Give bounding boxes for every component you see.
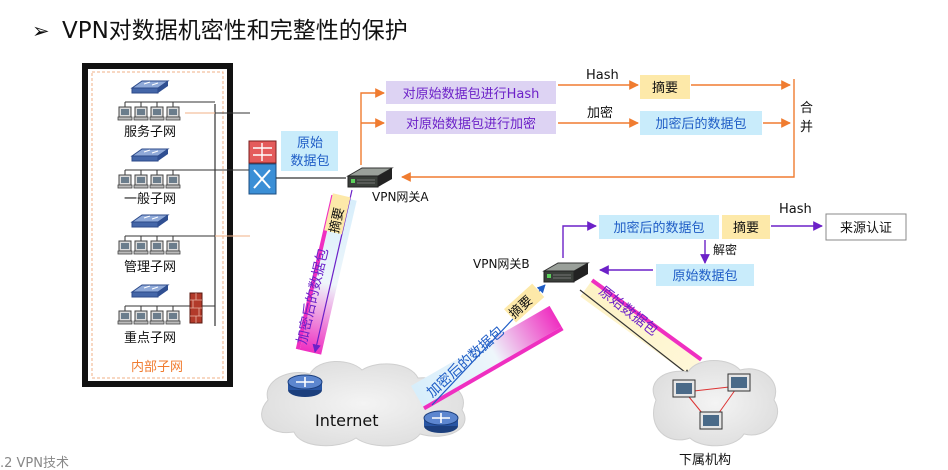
encrypted-packet-box-a [640,111,762,135]
title-bullet: ➢ [32,19,50,43]
merge-label-line2: 并 [800,120,813,135]
digest-label-b: 摘要 [733,220,759,236]
link-a-to-internet: 加密后的数据包 摘要 [293,189,357,355]
pc-icon [165,106,181,121]
hash-process-box [386,81,556,104]
pc-icon [149,240,165,255]
original-packet-label-b: 原始数据包 [672,269,737,284]
link-a-digest-label: 摘要 [326,206,347,235]
link-b-to-branch: 原始数据包 [579,278,703,377]
subnet-management: 管理子网 [117,214,215,275]
merge-label-line1: 合 [800,101,813,116]
pc-icon [133,240,149,255]
subnet-label-service: 服务子网 [124,124,176,140]
branch-label: 下属机构 [679,453,731,468]
subnet-general: 一般子网 [117,148,215,207]
vpn-gateway-a-icon [347,167,393,188]
firewall-icon [189,292,203,324]
internal-network-label: 内部子网 [131,359,183,375]
pc-icon [149,106,165,121]
pc-icon [165,240,181,255]
pc-icon [117,106,133,121]
pc-icon [165,174,181,189]
footer-text: .2 VPN技术 [0,456,69,470]
pc-icon [117,310,133,325]
source-auth-label: 来源认证 [840,221,892,236]
subnet-key: 重点子网 [117,284,215,346]
branch-cloud: 下属机构 [652,360,779,468]
pc-icon [149,174,165,189]
computer-icon [672,379,696,398]
original-packet-box-a [281,131,338,171]
encrypt-label-a: 加密 [587,105,613,121]
subnet-label-key: 重点子网 [124,330,176,346]
pc-icon [133,174,149,189]
slide-title: VPN对数据机密性和完整性的保护 [62,18,408,44]
internet-cloud: Internet [261,360,466,447]
router-icon [423,410,459,434]
pc-icon [117,174,133,189]
computer-icon [727,373,751,392]
digest-label-a: 摘要 [652,80,678,96]
link-internet-to-b: 加密后的数据包 摘要 [411,283,564,411]
source-auth-box [825,213,907,241]
pc-icon [117,240,133,255]
subnet-service: 服务子网 [117,80,215,140]
encrypted-packet-label-a: 加密后的数据包 [655,116,746,132]
internet-label: Internet [315,411,379,430]
subnet-label-general: 一般子网 [124,191,176,207]
hash-process-label: 对原始数据包进行Hash [403,87,540,102]
router-icon [287,374,323,398]
pc-icon [133,106,149,121]
encrypted-packet-box-b [599,215,719,239]
digest-box-a [640,75,690,99]
vpn-gateway-a-label: VPN网关A [372,190,429,204]
encrypt-process-box [386,111,556,134]
hash-label-a: Hash [586,68,619,83]
decrypt-label: 解密 [713,242,737,257]
encrypted-packet-label-b: 加密后的数据包 [613,220,704,236]
encrypt-process-label: 对原始数据包进行加密 [406,116,536,132]
hash-label-b: Hash [779,202,812,217]
pc-icon [149,310,165,325]
edge-switch-icon [248,140,277,195]
original-packet-label-a-line2: 数据包 [290,154,329,169]
vpn-gateway-b-icon [543,262,589,283]
internal-network-panel: 服务子网 一般子网 管理子网 [82,63,233,387]
subnet-label-management: 管理子网 [124,260,176,275]
original-packet-box-b [656,264,754,286]
pc-icon [165,310,181,325]
digest-box-b [722,215,770,239]
computer-icon [699,411,723,430]
original-packet-label-a-line1: 原始 [297,136,323,151]
pc-icon [133,310,149,325]
vpn-gateway-b-label: VPN网关B [473,257,530,271]
